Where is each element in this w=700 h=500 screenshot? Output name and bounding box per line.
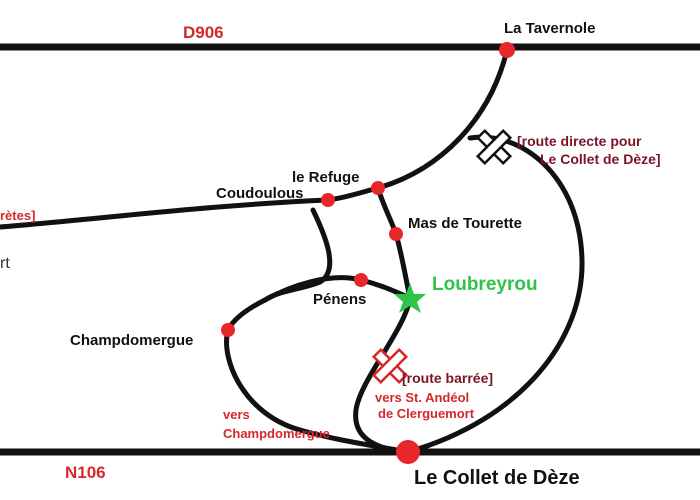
place-label-le-collet-de-deze: Le Collet de Dèze xyxy=(414,467,580,489)
town-dot-le-collet-de-deze xyxy=(396,440,420,464)
note-vers-st-andeol-line1: vers St. Andéol xyxy=(375,390,469,405)
cross-icon-route-barree xyxy=(371,347,409,385)
road-label-d906: D906 xyxy=(183,23,224,42)
road-label-n106: N106 xyxy=(65,463,106,482)
cross-icon-direct-route xyxy=(475,128,513,166)
town-dot-mas-de-tourette xyxy=(389,227,403,241)
road-direct-collet xyxy=(405,134,585,455)
road-refuge-to-loubreyrou xyxy=(375,185,413,301)
note-route-barree: [route barrée] xyxy=(402,370,493,386)
note-route-directe-line2: Le Collet de Dèze] xyxy=(540,151,661,167)
town-dot-le-refuge xyxy=(371,181,385,195)
note-vers-champdomergue-line1: vers xyxy=(223,407,250,422)
town-dot-champdomergue xyxy=(221,323,235,337)
place-label-penens: Pénens xyxy=(313,291,366,308)
note-route-directe-line1: [route directe pour xyxy=(517,133,642,149)
note-vers-champdomergue-line2: Champdomergue xyxy=(223,426,330,441)
note-left-cut-line2: rt xyxy=(0,255,10,272)
star-icon xyxy=(394,283,426,313)
town-dot-penens xyxy=(354,273,368,287)
place-label-le-refuge: le Refuge xyxy=(292,169,360,186)
place-label-loubreyrou: Loubreyrou xyxy=(432,274,538,295)
place-label-champdomergue: Champdomergue xyxy=(70,332,193,349)
note-left-cut-line1: rètes] xyxy=(0,208,35,223)
place-label-coudoulous: Coudoulous xyxy=(216,185,303,202)
town-dots-layer xyxy=(221,42,515,464)
road-champdomergue-loop xyxy=(224,297,411,455)
road-to-la-tavernole xyxy=(375,47,510,191)
note-vers-st-andeol-line2: de Clerguemort xyxy=(378,406,475,421)
roads-layer xyxy=(0,43,700,456)
place-label-la-tavernole: La Tavernole xyxy=(504,20,595,37)
town-dot-coudoulous xyxy=(321,193,335,207)
place-label-mas-de-tourette: Mas de Tourette xyxy=(408,215,522,232)
road-main-west xyxy=(0,185,381,230)
town-dot-la-tavernole xyxy=(499,42,515,58)
